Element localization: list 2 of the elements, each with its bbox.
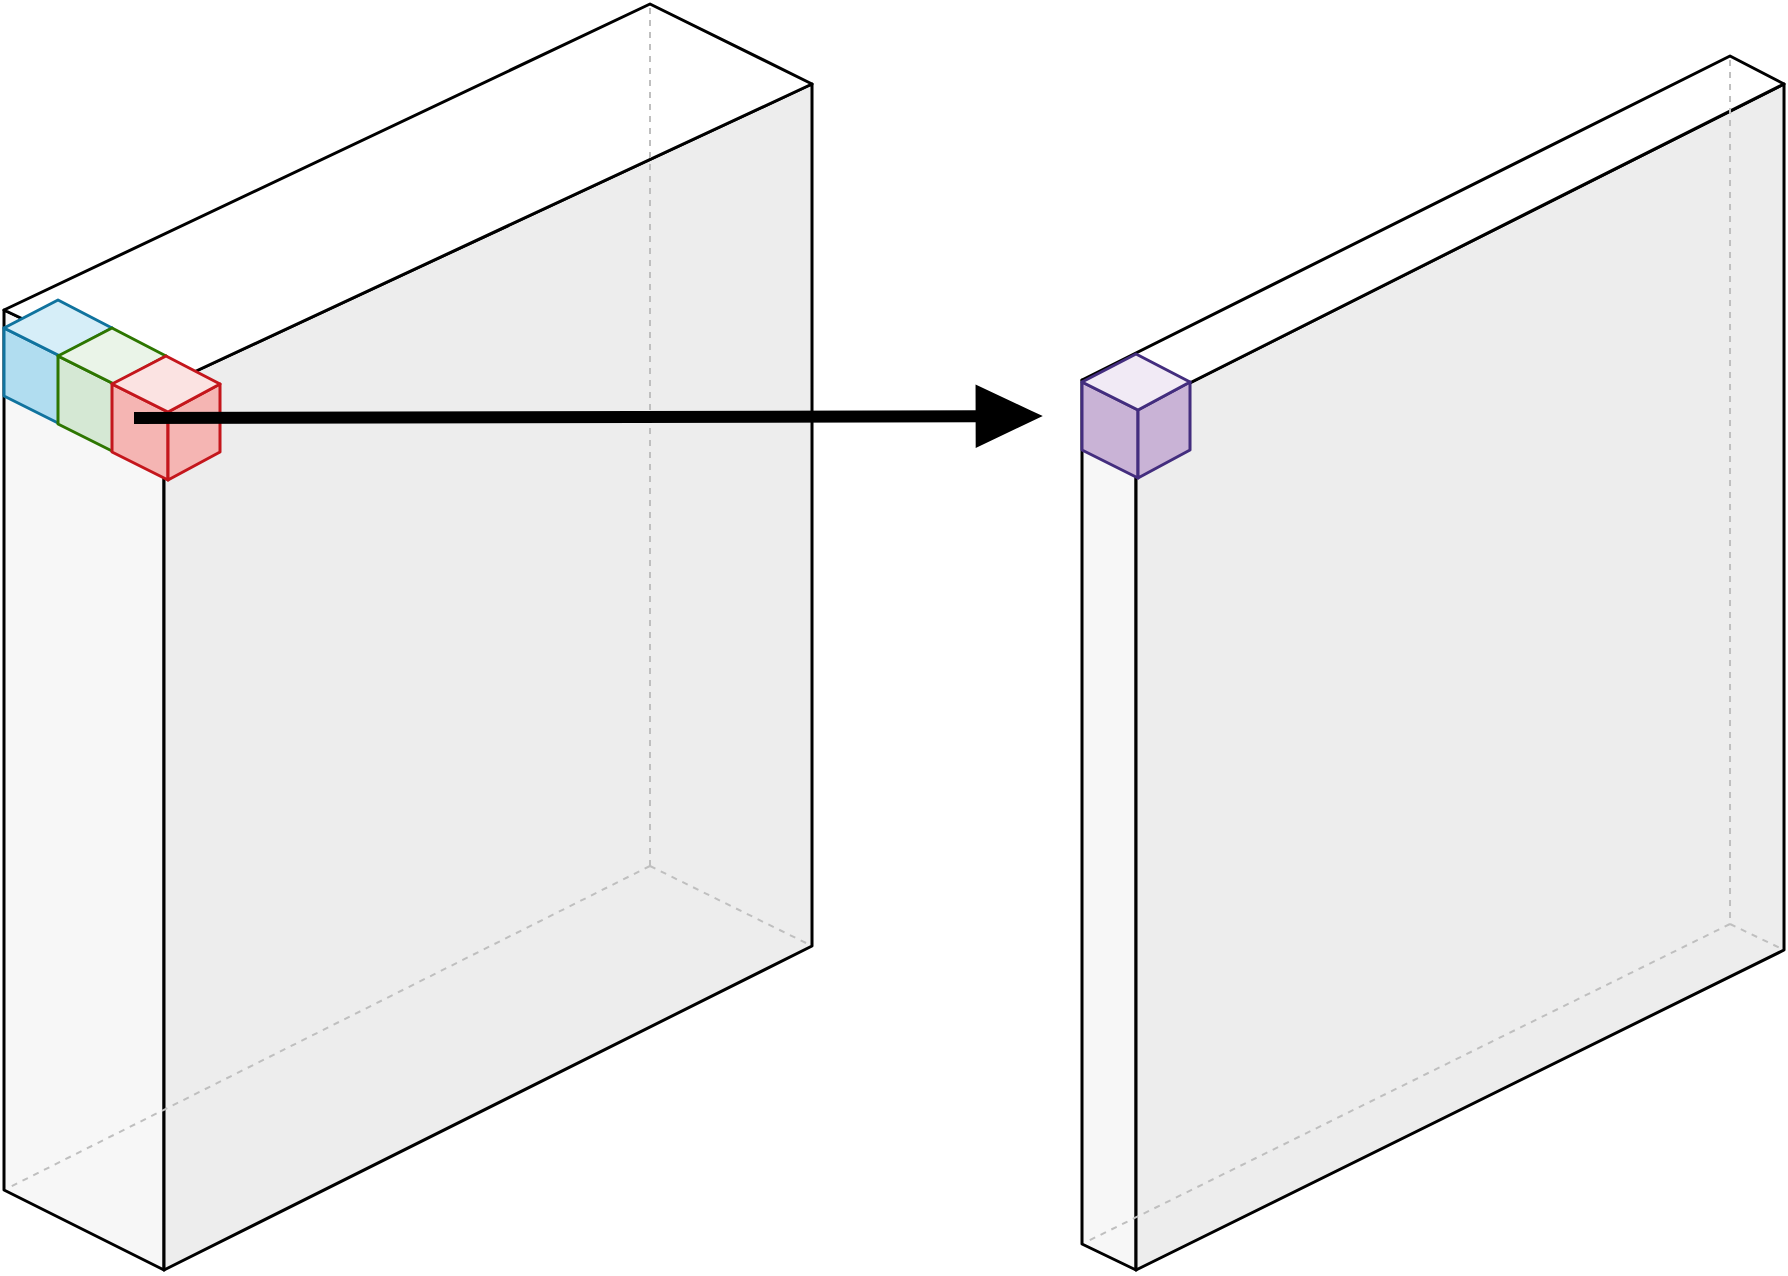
cube — [1080, 352, 1192, 480]
cube — [110, 354, 222, 482]
